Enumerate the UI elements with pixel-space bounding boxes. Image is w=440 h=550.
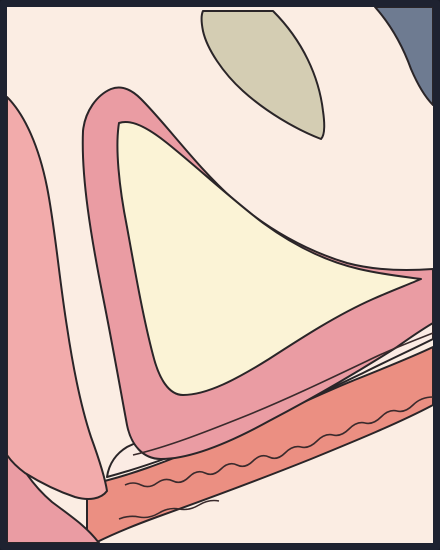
anatomical-diagram [7, 7, 433, 543]
